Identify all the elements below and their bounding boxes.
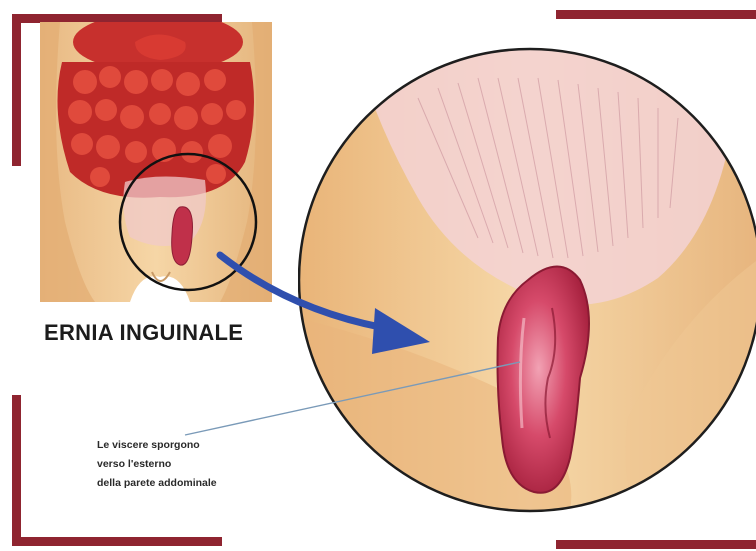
frame-corner-bottom-left [12,537,222,546]
hernia-caption: Le viscere sporgono verso l'esterno dell… [97,436,217,493]
diagram-title: ERNIA INGUINALE [44,320,243,346]
intestines [58,22,255,198]
frame-corner-bottom-left-vertical [12,395,21,545]
caption-line-3: della parete addominale [97,474,217,493]
frame-corner-top-left-vertical [12,14,21,166]
caption-line-1: Le viscere sporgono [97,436,217,455]
leader-line [170,340,530,450]
frame-corner-bottom-right [556,540,756,549]
caption-line-2: verso l'esterno [97,455,217,474]
